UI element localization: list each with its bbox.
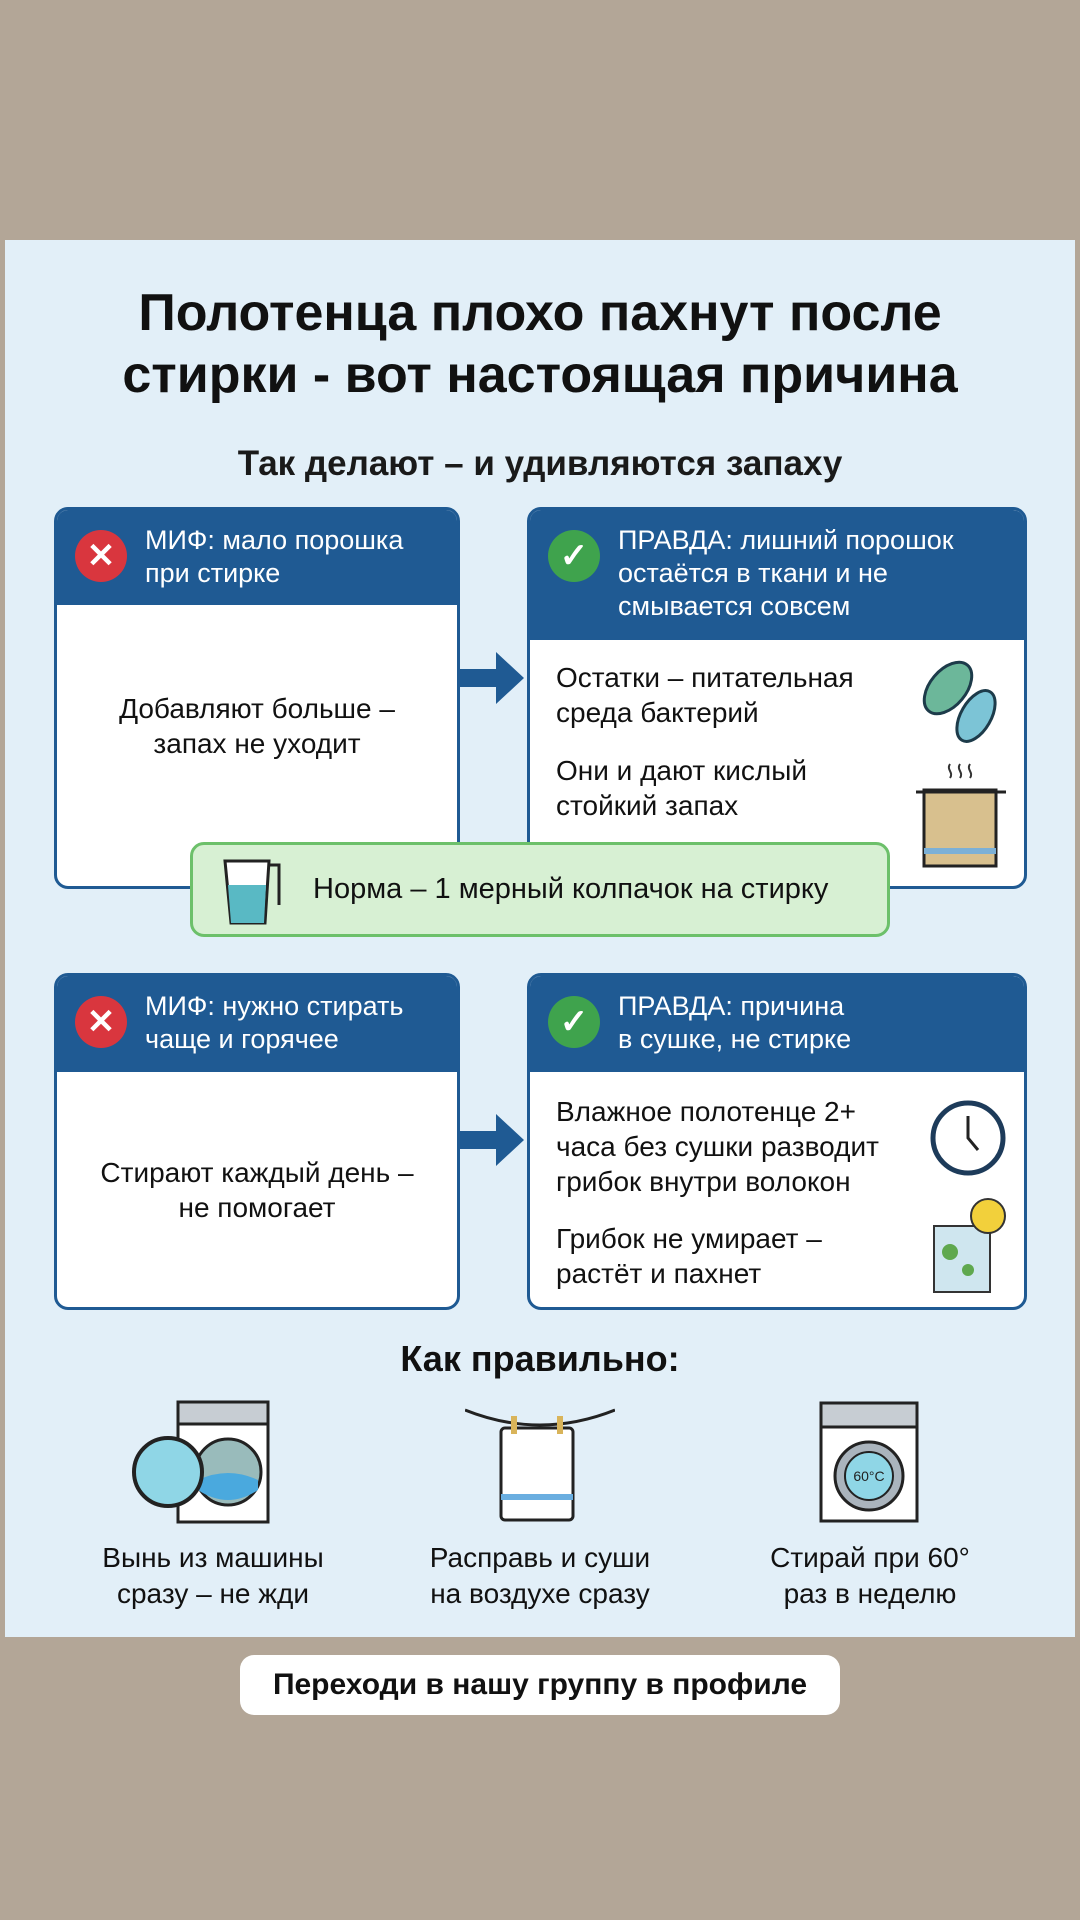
group-link-button[interactable]: Переходи в нашу группу в профиле	[240, 1655, 840, 1715]
myth-body: Стирают каждый день –не помогает	[100, 1156, 414, 1223]
cross-icon: ✕	[75, 530, 127, 582]
fact: Влажное полотенце 2+часа без сушки разво…	[556, 1096, 879, 1197]
washing-machine-open-icon	[132, 1400, 270, 1524]
measuring-cup-icon	[223, 859, 281, 925]
myth-body: Добавляют больше –запах не уходит	[119, 692, 395, 759]
moldy-towel-icon	[933, 1198, 1006, 1293]
towel-on-line-icon	[465, 1408, 615, 1522]
smelly-towel-icon	[916, 763, 1006, 868]
cross-icon: ✕	[75, 996, 127, 1048]
norm-text: Норма – 1 мерный колпачок на стирку	[313, 873, 829, 905]
norm-callout: Норма – 1 мерный колпачок на стирку	[190, 842, 890, 937]
bacteria-icon	[922, 660, 997, 743]
check-icon: ✓	[548, 530, 600, 582]
washing-machine-60-icon: 60°C	[819, 1401, 919, 1523]
clock-icon	[930, 1100, 1006, 1176]
arrow-right-icon	[460, 1114, 524, 1166]
temperature-label: 60°C	[853, 1468, 884, 1484]
check-icon: ✓	[548, 996, 600, 1048]
fact: Грибок не умирает –растёт и пахнет	[556, 1223, 822, 1289]
arrow-right-icon	[460, 652, 524, 704]
subtitle: Так делают – и удивляются запаху	[237, 444, 843, 483]
how-title: Как правильно:	[400, 1338, 680, 1379]
